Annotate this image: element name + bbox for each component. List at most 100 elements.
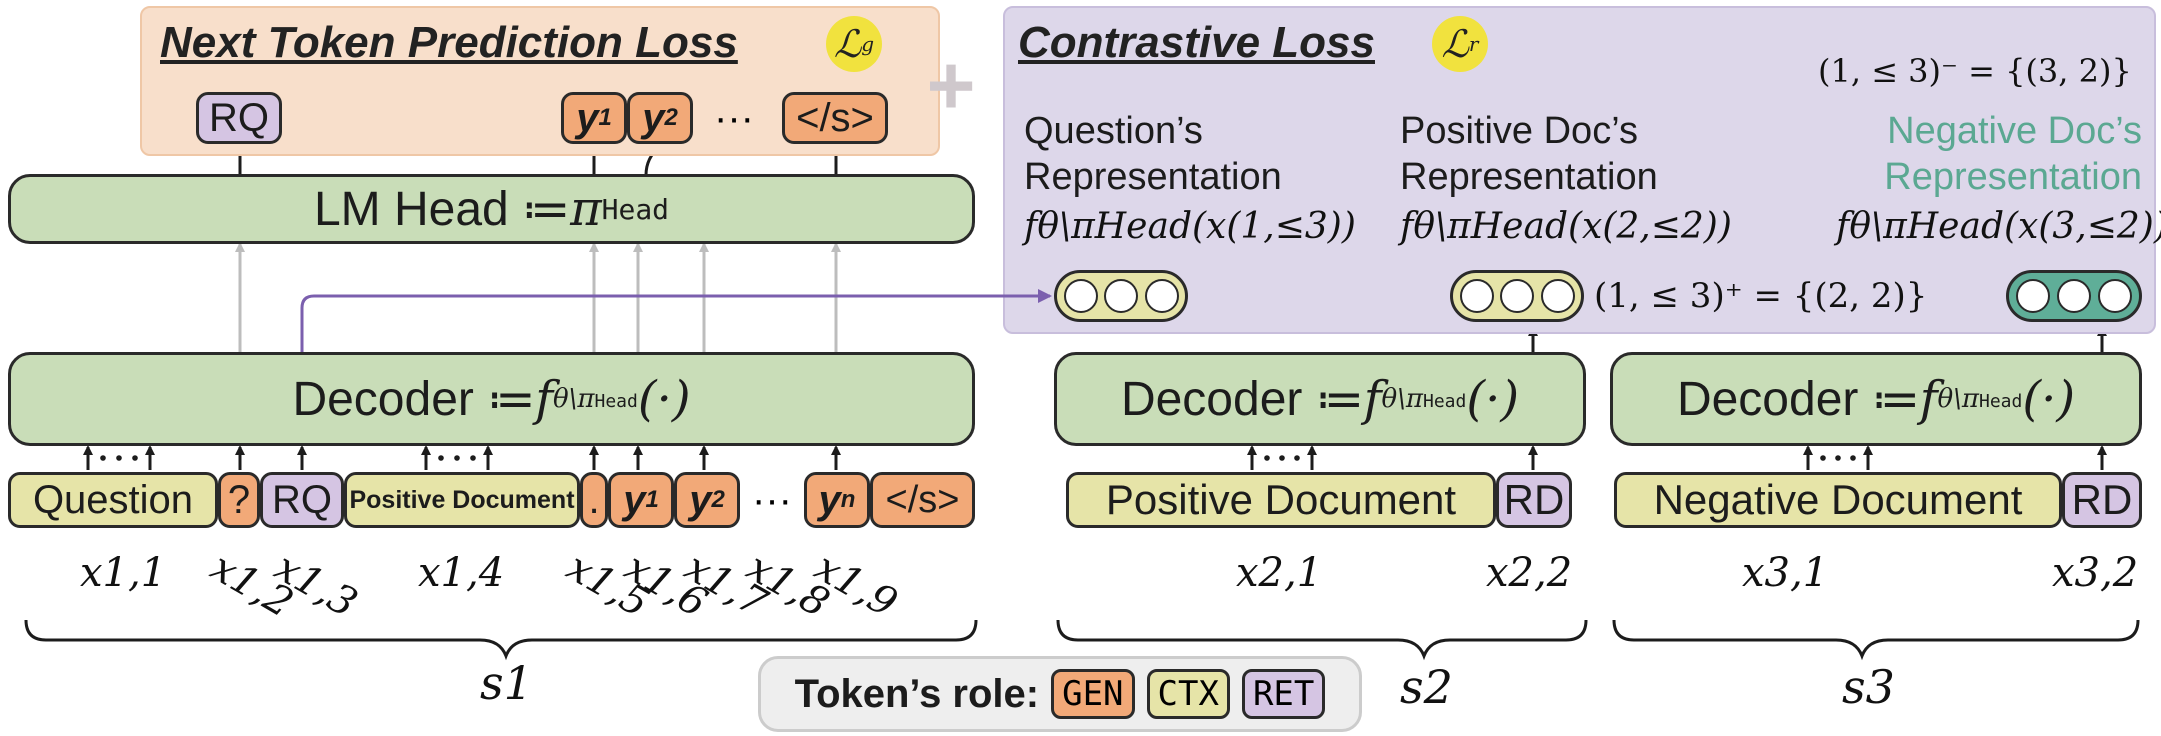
vector-cell bbox=[2057, 279, 2091, 313]
token-positive-document: Positive Document bbox=[344, 472, 580, 528]
negative-doc-representation-vector bbox=[2006, 270, 2142, 322]
decoder-arg: (·) bbox=[637, 371, 691, 427]
output-token-eos: </s> bbox=[782, 92, 888, 144]
output-ellipsis: ··· bbox=[714, 95, 754, 140]
token-question-mark: ? bbox=[218, 472, 260, 528]
decoder-f: f bbox=[1919, 371, 1938, 427]
positive-set-label: (1, ≤ 3)⁺ = {(2, 2)} bbox=[1594, 276, 1928, 316]
decoder-sub: θ\πHead bbox=[553, 384, 638, 414]
legend-ctx: CTX bbox=[1146, 669, 1230, 719]
decoder-label: Decoder ≔ bbox=[292, 373, 536, 426]
label-x32: x3,2 bbox=[2052, 550, 2139, 596]
lm-head-box: LM Head ≔ π Head bbox=[8, 174, 975, 244]
pi-sub: Head bbox=[601, 192, 670, 226]
positive-rep-formula: fθ\πHead(x(2,≤2)) bbox=[1400, 206, 1732, 247]
ellipsis-dot bbox=[470, 455, 476, 461]
token-sub: 2 bbox=[664, 104, 678, 131]
decoder-sub: θ\πHead bbox=[1381, 384, 1466, 414]
caption-line: Representation bbox=[1400, 156, 1658, 198]
label-x21: x2,1 bbox=[1236, 550, 1323, 596]
pi-symbol: π bbox=[570, 181, 602, 237]
vector-cell bbox=[1459, 279, 1494, 313]
decoder-f: f bbox=[535, 371, 553, 427]
token-sub: 2 bbox=[711, 486, 725, 513]
brace-label-s2: s2 bbox=[1400, 660, 1453, 714]
token-role-legend: Token’s role: GEN CTX RET bbox=[758, 656, 1362, 732]
vector-cell bbox=[1144, 279, 1179, 313]
token-sub: 1 bbox=[598, 104, 612, 131]
decoder-arg: (·) bbox=[1466, 371, 1520, 427]
contrastive-title: Contrastive Loss bbox=[1018, 18, 1375, 67]
decoder-label: Decoder ≔ bbox=[1676, 373, 1920, 426]
contrastive-loss-panel bbox=[1003, 6, 2156, 334]
token-sub: 1 bbox=[645, 486, 659, 513]
ellipsis-dot bbox=[132, 455, 138, 461]
token-negative-document-s3: Negative Document bbox=[1614, 472, 2062, 528]
plus-sign: + bbox=[926, 37, 976, 132]
token-rd-s2: RD bbox=[1496, 472, 1572, 528]
ellipsis-dot bbox=[454, 455, 460, 461]
decoder-sub-theta: θ\π bbox=[1937, 384, 1979, 414]
label-x11: x1,1 bbox=[80, 550, 167, 596]
token-positive-document-s2: Positive Document bbox=[1066, 472, 1496, 528]
purple-arrow-path bbox=[300, 289, 1052, 352]
decoder-f: f bbox=[1363, 371, 1382, 427]
question-rep-caption: Question’s Representation bbox=[1024, 108, 1282, 200]
token-y: y bbox=[623, 477, 646, 522]
vector-cell bbox=[1104, 279, 1138, 313]
decoder-label: Decoder ≔ bbox=[1120, 373, 1364, 426]
negative-set-label: (1, ≤ 3)⁻ = {(3, 2)} bbox=[1818, 52, 2132, 90]
output-token-rq: RQ bbox=[196, 92, 282, 144]
decoder-sub-theta: θ\π bbox=[1381, 384, 1423, 414]
positive-doc-representation-vector bbox=[1450, 270, 1584, 322]
ellipsis-dot bbox=[1820, 455, 1826, 461]
negative-rep-caption: Negative Doc’s Representation bbox=[1842, 108, 2142, 200]
token-y: y bbox=[642, 95, 665, 140]
brace-s1 bbox=[24, 619, 978, 661]
ellipsis-dot bbox=[438, 455, 444, 461]
token-question: Question bbox=[8, 472, 218, 528]
token-period: . bbox=[580, 472, 608, 528]
brace-s2 bbox=[1056, 619, 1588, 661]
token-eos: </s> bbox=[870, 472, 975, 528]
token-y: y bbox=[818, 477, 841, 522]
legend-ret: RET bbox=[1241, 669, 1326, 719]
label-x31: x3,1 bbox=[1742, 550, 1829, 596]
caption-line: Negative Doc’s bbox=[1887, 110, 2142, 152]
legend-title: Token’s role: bbox=[794, 671, 1040, 716]
question-rep-formula: fθ\πHead(x(1,≤3)) bbox=[1024, 206, 1356, 247]
decoder-sub-head: Head bbox=[1978, 391, 2023, 412]
loss-sub: r bbox=[1468, 32, 1479, 56]
positive-rep-caption: Positive Doc’s Representation bbox=[1400, 108, 1658, 200]
loss-symbol: ℒ bbox=[833, 22, 862, 66]
loss-symbol: ℒ bbox=[1441, 22, 1469, 66]
vector-cell bbox=[2016, 279, 2050, 313]
token-rq: RQ bbox=[260, 472, 344, 528]
loss-sub: g bbox=[861, 32, 875, 56]
legend-gen: GEN bbox=[1051, 669, 1135, 719]
label-x22: x2,2 bbox=[1486, 550, 1573, 596]
vector-cell bbox=[1063, 279, 1098, 313]
ellipsis-dot bbox=[116, 455, 122, 461]
vector-cell bbox=[2098, 279, 2132, 313]
ntp-title: Next Token Prediction Loss bbox=[160, 18, 738, 67]
decoder-sub-head: Head bbox=[1422, 391, 1467, 412]
decoder-arg: (·) bbox=[2022, 371, 2076, 427]
ellipsis-dot bbox=[1264, 455, 1270, 461]
decoder-sub-head: Head bbox=[594, 391, 638, 412]
token-y: y bbox=[689, 477, 712, 522]
caption-line: Question’s bbox=[1024, 110, 1203, 152]
brace-label-s3: s3 bbox=[1842, 660, 1895, 714]
decoder-sub: θ\πHead bbox=[1937, 384, 2022, 414]
caption-line: Representation bbox=[1884, 156, 2142, 198]
token-ellipsis: ··· bbox=[752, 477, 792, 522]
